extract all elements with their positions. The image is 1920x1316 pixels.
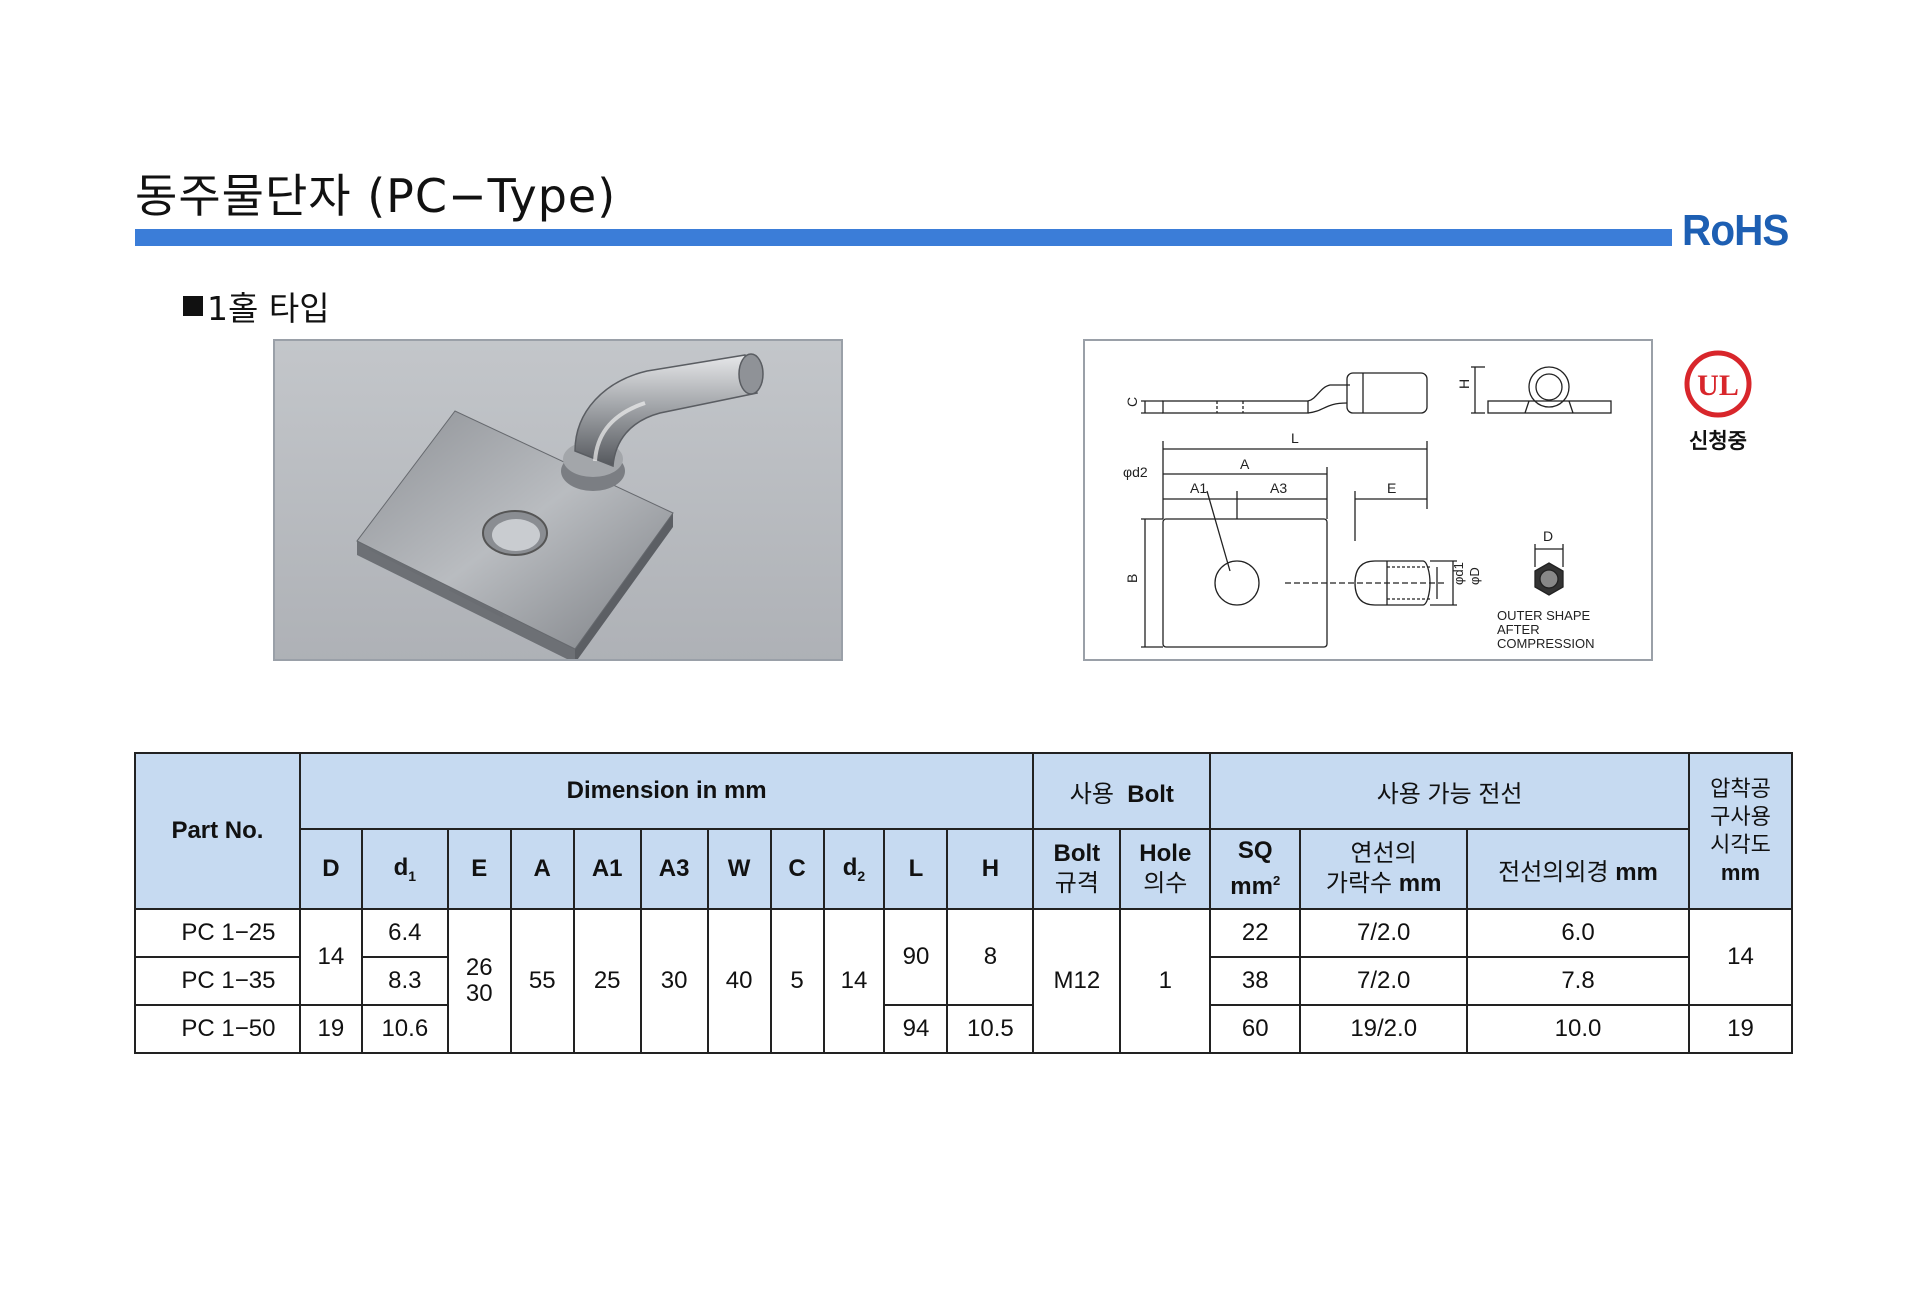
header-a1: A1 — [572, 828, 642, 910]
page-title: 동주물단자 (PC−Type) — [135, 169, 617, 223]
dim-label-phi-d2: φd2 — [1123, 464, 1148, 480]
cell-d1: 6.4 — [360, 908, 449, 958]
cell-a: 55 — [509, 908, 575, 1054]
header-outer-diameter: 전선의외경 mm — [1466, 828, 1690, 910]
cell-w: 40 — [706, 908, 772, 1054]
cell-tool: 19 — [1687, 1004, 1794, 1054]
dim-label-b: B — [1124, 574, 1140, 583]
part-no-cell: PC 1−35 — [134, 956, 301, 1006]
cell-d: 19 — [298, 1004, 363, 1054]
outer-shape-label-1: OUTER SHAPE — [1497, 608, 1591, 623]
section-heading: 1홀 타입 — [183, 282, 330, 330]
spec-table: Part No. Dimension in mm 사용 Bolt 사용 가능 전… — [134, 752, 1794, 1054]
cell-outer-diameter: 10.0 — [1466, 1004, 1690, 1054]
dim-label-e: E — [1387, 480, 1396, 496]
ul-status-text: 신청중 — [1689, 429, 1747, 453]
ul-certification-icon: UL — [1684, 350, 1752, 418]
header-w: W — [706, 828, 772, 910]
dim-label-l: L — [1291, 430, 1299, 446]
title-divider-bar — [135, 229, 1672, 246]
product-photo — [273, 339, 843, 661]
svg-text:UL: UL — [1697, 369, 1739, 402]
cell-l: 90 — [883, 908, 949, 1006]
cell-d1: 10.6 — [360, 1004, 449, 1054]
header-h: H — [946, 828, 1035, 910]
cell-h: 8 — [946, 908, 1035, 1006]
header-wire-group: 사용 가능 전선 — [1209, 752, 1690, 830]
part-no-cell: PC 1−25 — [134, 908, 301, 958]
cell-h: 10.5 — [946, 1004, 1035, 1054]
cell-bolt: M12 — [1032, 908, 1122, 1054]
dim-label-a3: A3 — [1270, 480, 1287, 496]
outer-shape-label-3: COMPRESSION — [1497, 636, 1595, 651]
cell-strand: 7/2.0 — [1299, 956, 1469, 1006]
table-header-row: Part No. Dimension in mm 사용 Bolt 사용 가능 전… — [134, 752, 1794, 910]
header-d2: d2 — [822, 828, 886, 910]
cell-d2: 14 — [822, 908, 886, 1054]
section-heading-text: 1홀 타입 — [207, 289, 330, 328]
table-row: PC 1−35 8.3 38 7/2.0 7.8 — [134, 956, 1792, 1006]
table-row: PC 1−50 19 10.6 94 10.5 60 19/2.0 10.0 1… — [134, 1004, 1794, 1054]
cell-sq: 22 — [1209, 908, 1302, 958]
dim-label-phi-d1: φd1 — [1451, 562, 1466, 585]
dim-label-h: H — [1456, 379, 1472, 389]
cell-strand: 19/2.0 — [1299, 1004, 1469, 1054]
cell-a1: 25 — [572, 908, 642, 1054]
bullet-square-icon — [183, 296, 203, 316]
part-no-cell: PC 1−50 — [134, 1004, 301, 1054]
cell-strand: 7/2.0 — [1299, 908, 1469, 958]
rohs-badge: RoHS — [1682, 206, 1789, 255]
dimension-drawing: C H L A φd2 A1 A3 E B φd1 φD D OUTER SHA… — [1123, 366, 1612, 651]
header-e: E — [446, 828, 512, 910]
cell-hole: 1 — [1119, 908, 1212, 1054]
cell-d: 14 — [298, 908, 363, 1006]
header-d: D — [298, 828, 363, 910]
dim-label-phi-big-d: φD — [1467, 567, 1482, 585]
outer-shape-label-2: AFTER — [1497, 622, 1540, 637]
header-a: A — [509, 828, 575, 910]
header-part-no: Part No. — [134, 752, 301, 910]
cell-sq: 60 — [1209, 1004, 1302, 1054]
dim-label-d: D — [1543, 528, 1553, 544]
cell-outer-diameter: 6.0 — [1466, 908, 1690, 958]
cell-tool: 14 — [1687, 908, 1794, 1006]
header-l: L — [883, 828, 949, 910]
header-c: C — [769, 828, 825, 910]
cell-outer-diameter: 7.8 — [1466, 956, 1690, 1006]
dim-label-a: A — [1240, 456, 1250, 472]
terminal-lug-illustration — [275, 341, 841, 659]
cell-c: 5 — [769, 908, 825, 1054]
header-dimension: Dimension in mm — [298, 752, 1035, 830]
cell-sq: 38 — [1209, 956, 1302, 1006]
dim-label-c: C — [1124, 397, 1140, 407]
cell-a3: 30 — [639, 908, 709, 1054]
cell-d1: 8.3 — [360, 956, 449, 1006]
cell-l: 94 — [883, 1004, 949, 1054]
header-d1: d1 — [360, 828, 449, 910]
technical-drawing: C H L A φd2 A1 A3 E B φd1 φD D OUTER SHA… — [1083, 339, 1653, 661]
dim-label-a1: A1 — [1190, 480, 1207, 496]
header-a3: A3 — [639, 828, 709, 910]
header-bolt-group: 사용 Bolt — [1032, 752, 1212, 830]
